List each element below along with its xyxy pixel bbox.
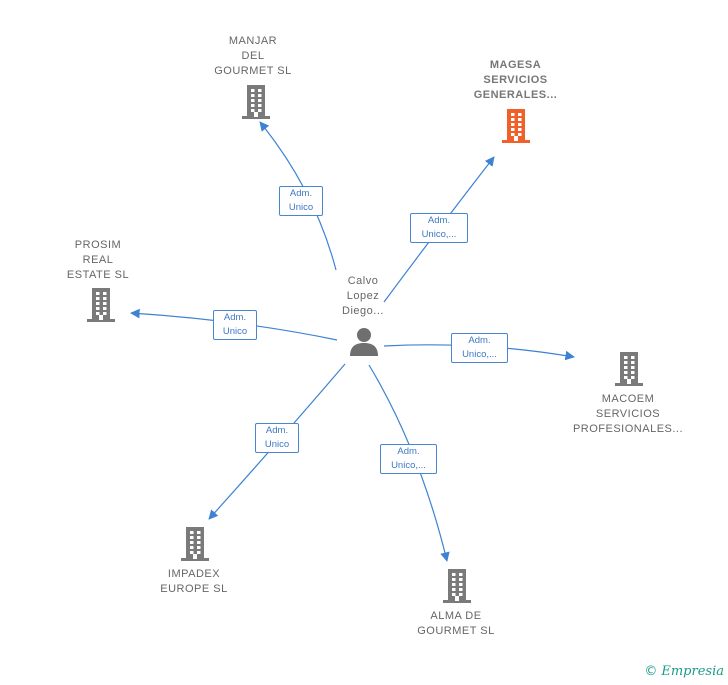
brand-name: Empresia [661, 664, 724, 679]
copyright-symbol: © [644, 664, 658, 679]
building-icon[interactable] [179, 525, 211, 563]
company-label-magesa[interactable]: MAGESA SERVICIOS GENERALES... [473, 59, 558, 101]
building-icon[interactable] [613, 350, 645, 388]
company-label-impadex[interactable]: IMPADEX EUROPE SL [160, 568, 228, 595]
building-icon[interactable] [240, 83, 272, 121]
center-person-label[interactable]: Calvo Lopez Diego... [342, 275, 384, 317]
person-icon[interactable] [347, 324, 381, 358]
copyright-notice[interactable]: ©Empresia [644, 664, 724, 679]
building-icon[interactable] [441, 567, 473, 605]
relation-label-macoem[interactable]: Adm. Unico,... [451, 333, 508, 363]
relation-label-alma[interactable]: Adm. Unico,... [380, 444, 437, 474]
company-label-prosim[interactable]: PROSIM REAL ESTATE SL [66, 239, 130, 281]
company-label-manjar[interactable]: MANJAR DEL GOURMET SL [214, 35, 292, 77]
company-label-alma[interactable]: ALMA DE GOURMET SL [417, 610, 495, 637]
relation-label-manjar[interactable]: Adm. Unico [279, 186, 323, 216]
building-icon[interactable] [85, 286, 117, 324]
relation-label-impadex[interactable]: Adm. Unico [255, 423, 299, 453]
relation-label-magesa[interactable]: Adm. Unico,... [410, 213, 468, 243]
building-icon[interactable] [500, 107, 532, 145]
relation-label-prosim[interactable]: Adm. Unico [213, 310, 257, 340]
company-label-macoem[interactable]: MACOEM SERVICIOS PROFESIONALES... [572, 393, 684, 435]
